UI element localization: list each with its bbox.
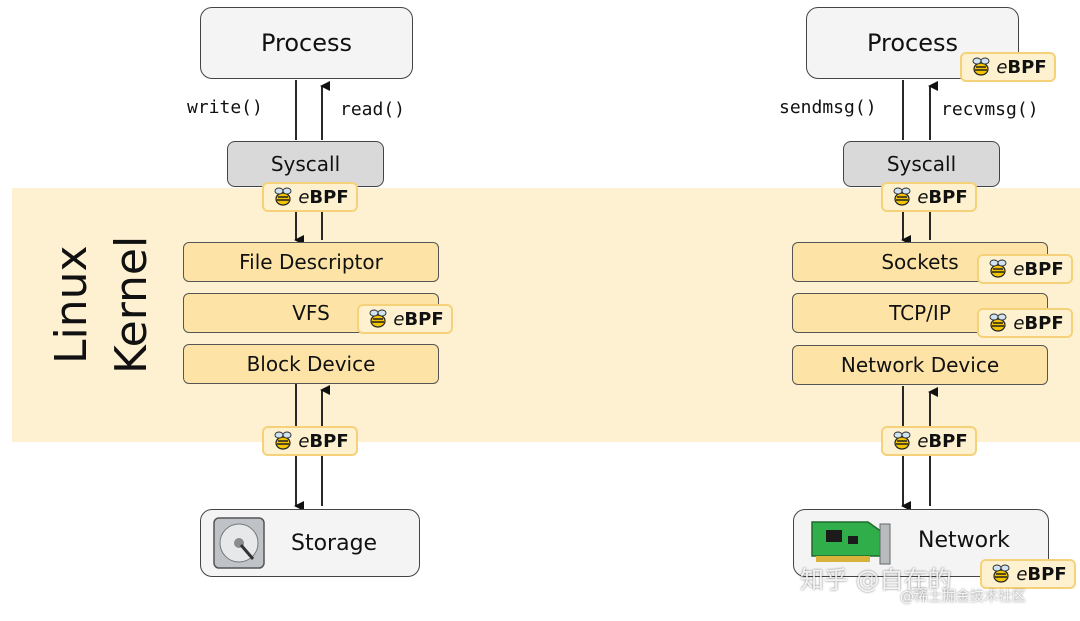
right-recvmsg-label: recvmsg() <box>941 99 1039 120</box>
watermark-main: 知乎 @自在的 <box>800 566 952 594</box>
right-ebpf-badge-network: eBPF <box>980 559 1076 589</box>
ebpf-e: e <box>1016 563 1028 585</box>
ebpf-e: e <box>996 56 1008 78</box>
left-syscall-box: Syscall <box>227 141 384 187</box>
bee-icon <box>972 57 990 76</box>
right-layer-network-device: Network Device <box>792 345 1048 385</box>
right-sendmsg-label: sendmsg() <box>779 97 877 118</box>
ebpf-bpf: BPF <box>1024 312 1064 334</box>
ebpf-e: e <box>1013 312 1025 334</box>
ebpf-e: e <box>298 430 310 452</box>
ebpf-bpf: BPF <box>404 308 444 330</box>
left-storage-box: Storage <box>200 509 420 577</box>
ebpf-e: e <box>917 186 929 208</box>
bee-icon <box>369 309 387 328</box>
right-ebpf-badge-sockets: eBPF <box>977 254 1073 284</box>
bee-icon <box>893 431 911 450</box>
ebpf-bpf: BPF <box>309 430 349 452</box>
left-process-box: Process <box>200 7 413 79</box>
bee-icon <box>989 259 1007 278</box>
right-network-label: Network <box>918 527 1010 553</box>
right-ebpf-badge-syscall: eBPF <box>881 182 977 212</box>
bee-icon <box>893 187 911 206</box>
right-ebpf-badge-device: eBPF <box>881 426 977 456</box>
bee-icon <box>274 187 292 206</box>
ebpf-bpf: BPF <box>928 186 968 208</box>
ebpf-bpf: BPF <box>1024 258 1064 280</box>
ebpf-bpf: BPF <box>1027 563 1067 585</box>
left-storage-label: Storage <box>291 530 378 556</box>
left-ebpf-badge-device: eBPF <box>262 426 358 456</box>
ebpf-e: e <box>298 186 310 208</box>
network-card-icon <box>811 521 891 565</box>
ebpf-bpf: BPF <box>1007 56 1047 78</box>
left-layer-block-device: Block Device <box>183 344 439 384</box>
ebpf-bpf: BPF <box>309 186 349 208</box>
bee-icon <box>992 564 1010 583</box>
left-write-label: write() <box>187 97 263 118</box>
ebpf-bpf: BPF <box>928 430 968 452</box>
ebpf-e: e <box>393 308 405 330</box>
left-layer-file-descriptor: File Descriptor <box>183 242 439 282</box>
hard-drive-icon <box>213 517 265 569</box>
bee-icon <box>274 431 292 450</box>
right-ebpf-badge-process: eBPF <box>960 52 1056 82</box>
right-ebpf-badge-tcpip: eBPF <box>977 308 1073 338</box>
watermark-sub: @稀土掘金技术社区 <box>900 589 1026 605</box>
right-syscall-box: Syscall <box>843 141 1000 187</box>
bee-icon <box>989 313 1007 332</box>
ebpf-e: e <box>1013 258 1025 280</box>
left-ebpf-badge-vfs: eBPF <box>357 304 453 334</box>
ebpf-e: e <box>917 430 929 452</box>
left-ebpf-badge-syscall: eBPF <box>262 182 358 212</box>
left-read-label: read() <box>340 99 406 120</box>
right-network-box: Network <box>793 509 1049 577</box>
